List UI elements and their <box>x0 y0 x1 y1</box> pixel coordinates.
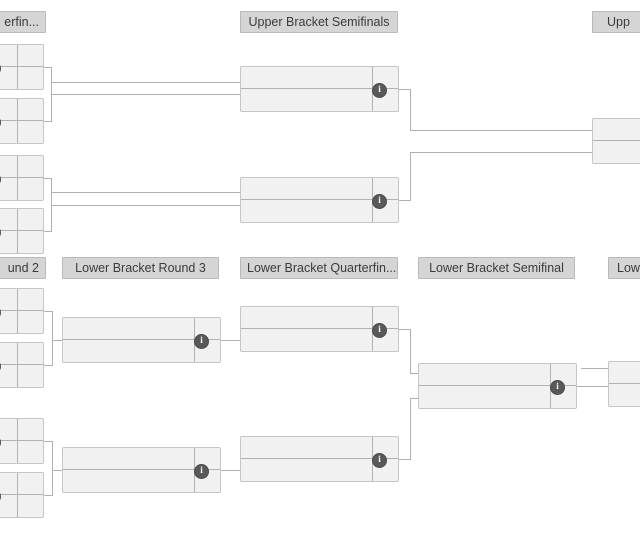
team-row-top[interactable] <box>63 448 220 470</box>
connector <box>410 130 592 131</box>
match-upper-quarterfinal-2[interactable]: i <box>0 98 44 144</box>
connector <box>410 152 592 153</box>
team-row-top[interactable] <box>0 99 43 121</box>
match-lower-quarterfinal-1[interactable]: i <box>240 306 399 352</box>
connector <box>51 205 240 206</box>
connector <box>51 82 52 122</box>
team-row-bottom[interactable] <box>609 384 640 406</box>
score-column <box>17 419 43 463</box>
connector <box>221 470 240 471</box>
connector <box>410 89 411 131</box>
team-row-top[interactable] <box>419 364 576 386</box>
round-header-lower-round-2[interactable]: und 2 <box>0 257 46 279</box>
match-upper-quarterfinal-4[interactable]: i <box>0 208 44 254</box>
team-row-top[interactable] <box>241 67 398 89</box>
round-header-upper-final[interactable]: Upp <box>592 11 640 33</box>
score-column <box>17 343 43 387</box>
score-column <box>17 289 43 333</box>
team-row-top[interactable] <box>0 343 43 365</box>
round-header-lower-round-3[interactable]: Lower Bracket Round 3 <box>62 257 219 279</box>
info-icon[interactable]: i <box>372 194 387 209</box>
score-column <box>17 156 43 200</box>
team-row-top[interactable] <box>0 289 43 311</box>
match-lower-round3-1[interactable]: i <box>62 317 221 363</box>
team-row-top[interactable] <box>241 307 398 329</box>
connector <box>399 459 411 460</box>
connector <box>52 341 53 366</box>
info-icon[interactable]: i <box>194 464 209 479</box>
connector <box>51 192 240 193</box>
score-column <box>17 209 43 253</box>
connector <box>399 200 411 201</box>
match-lower-round2-4[interactable]: i <box>0 472 44 518</box>
connector <box>44 365 53 366</box>
connector <box>44 67 52 68</box>
match-upper-semifinal-1[interactable]: i <box>240 66 399 112</box>
round-header-lower-quarterfinals[interactable]: Lower Bracket Quarterfin... <box>240 257 398 279</box>
connector <box>410 152 411 201</box>
connector <box>52 311 53 341</box>
connector <box>52 340 62 341</box>
connector <box>410 398 419 399</box>
team-row-top[interactable] <box>0 473 43 495</box>
connector <box>51 192 52 232</box>
connector <box>410 373 419 374</box>
match-upper-final-1[interactable] <box>592 118 640 164</box>
connector <box>44 231 52 232</box>
match-lower-round3-2[interactable]: i <box>62 447 221 493</box>
connector <box>52 471 53 496</box>
info-icon[interactable]: i <box>372 453 387 468</box>
info-icon[interactable]: i <box>550 380 565 395</box>
team-row-top[interactable] <box>593 119 640 141</box>
connector <box>44 495 53 496</box>
match-upper-quarterfinal-1[interactable]: i <box>0 44 44 90</box>
score-column <box>17 45 43 89</box>
info-icon[interactable]: i <box>372 323 387 338</box>
team-row-top[interactable] <box>0 45 43 67</box>
connector <box>44 311 53 312</box>
info-icon[interactable]: i <box>372 83 387 98</box>
team-row-bottom[interactable] <box>593 141 640 163</box>
match-upper-semifinal-2[interactable]: i <box>240 177 399 223</box>
connector <box>52 470 62 471</box>
round-header-upper-quarterfinals[interactable]: erfin... <box>0 11 46 33</box>
connector <box>581 368 608 369</box>
match-lower-quarterfinal-2[interactable]: i <box>240 436 399 482</box>
connector <box>51 67 52 94</box>
connector <box>44 121 52 122</box>
connector <box>44 178 52 179</box>
team-row-top[interactable] <box>241 178 398 200</box>
connector <box>44 441 53 442</box>
connector <box>221 340 240 341</box>
connector <box>51 82 240 83</box>
team-row-top[interactable] <box>63 318 220 340</box>
connector <box>51 178 52 205</box>
connector <box>399 89 411 90</box>
team-row-top[interactable] <box>241 437 398 459</box>
round-header-lower-final[interactable]: Low <box>608 257 640 279</box>
connector <box>399 329 411 330</box>
match-lower-round2-1[interactable]: i <box>0 288 44 334</box>
match-upper-quarterfinal-3[interactable]: i <box>0 155 44 201</box>
team-row-top[interactable] <box>0 156 43 178</box>
match-lower-round2-2[interactable]: i <box>0 342 44 388</box>
connector <box>51 94 240 95</box>
score-column <box>17 473 43 517</box>
match-lower-round2-3[interactable]: i <box>0 418 44 464</box>
team-row-top[interactable] <box>0 419 43 441</box>
round-header-upper-semifinals[interactable]: Upper Bracket Semifinals <box>240 11 398 33</box>
round-header-lower-semifinal[interactable]: Lower Bracket Semifinal <box>418 257 575 279</box>
match-lower-semifinal-1[interactable]: i <box>418 363 577 409</box>
team-row-top[interactable] <box>0 209 43 231</box>
team-row-top[interactable] <box>609 362 640 384</box>
score-column <box>17 99 43 143</box>
connector <box>410 398 411 460</box>
info-icon[interactable]: i <box>194 334 209 349</box>
connector <box>577 386 608 387</box>
connector <box>52 441 53 471</box>
match-lower-final-1[interactable] <box>608 361 640 407</box>
connector <box>410 329 411 374</box>
